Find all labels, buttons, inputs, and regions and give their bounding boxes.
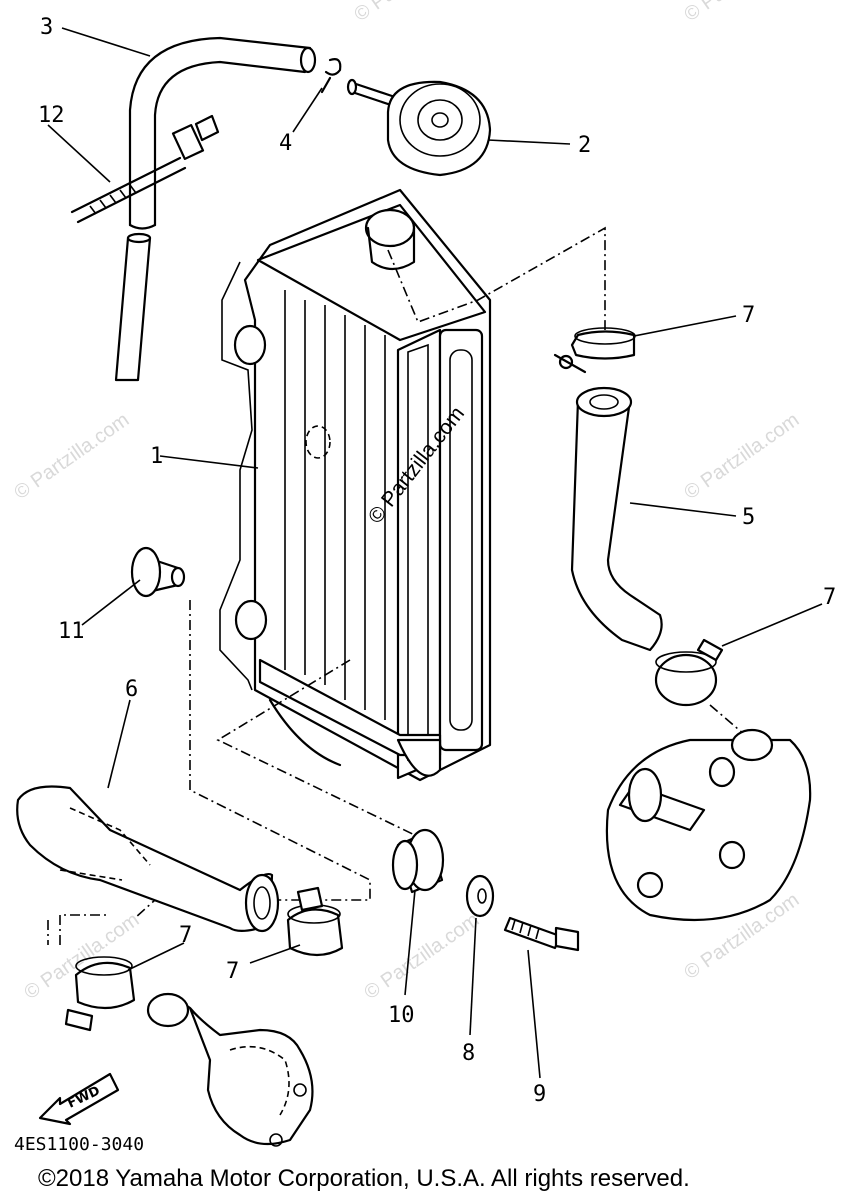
callout-11: 11: [58, 619, 85, 644]
callout-4: 4: [279, 131, 292, 156]
callout-8: 8: [462, 1041, 475, 1066]
callout-10: 10: [388, 1003, 415, 1028]
radiator-part-1: [219, 188, 492, 782]
hose-clamp-part-7-center: [286, 886, 344, 957]
coolant-pipe: [146, 992, 314, 1147]
radiator-hose-part-5: [570, 386, 663, 652]
callout-12: 12: [38, 103, 65, 128]
clip-part-4: [320, 58, 342, 94]
overflow-hose-part-3: [114, 36, 317, 382]
hose-clamp-part-7-lower-left: [64, 956, 136, 1032]
callout-2: 2: [578, 133, 591, 158]
callout-labels: 3 12 4 2 7 1 5 7 11 6 7 7 10 8 9: [38, 15, 836, 1107]
hose-clamp-part-7-upper: [553, 327, 636, 374]
callout-7: 7: [179, 923, 192, 948]
hose-clamp-part-7-right: [654, 638, 724, 707]
watermark: © Partzilla.com: [680, 0, 803, 26]
cylinder-head: [605, 728, 812, 922]
callout-5: 5: [742, 505, 755, 530]
forward-arrow-icon: FWD: [38, 1072, 120, 1126]
callout-1: 1: [150, 444, 163, 469]
callout-3: 3: [40, 15, 53, 40]
washer-part-8: [465, 874, 495, 918]
callout-7: 7: [226, 959, 239, 984]
assembly-guide-lines: [47, 226, 746, 945]
watermark: © Partzilla.com: [350, 0, 473, 26]
cable-tie-part-12: [70, 114, 220, 224]
damper-part-10: [391, 828, 445, 894]
diagram-part-code: 4ES1100-3040: [14, 1134, 144, 1155]
bolt-part-9: [503, 916, 580, 952]
grommet-part-11: [130, 546, 186, 598]
callout-7: 7: [823, 585, 836, 610]
radiator-cap-part-2: [346, 78, 492, 177]
copyright-notice: ©2018 Yamaha Motor Corporation, U.S.A. A…: [38, 1165, 690, 1192]
leader-lines: [47, 27, 823, 1079]
watermark: © Partzilla.com: [680, 409, 803, 504]
callout-6: 6: [125, 677, 138, 702]
watermark: © Partzilla.com: [10, 409, 133, 504]
radiator-hose-part-6: [16, 785, 280, 933]
watermark: © Partzilla.com: [360, 909, 483, 1004]
callout-7: 7: [742, 303, 755, 328]
callout-9: 9: [533, 1082, 546, 1107]
